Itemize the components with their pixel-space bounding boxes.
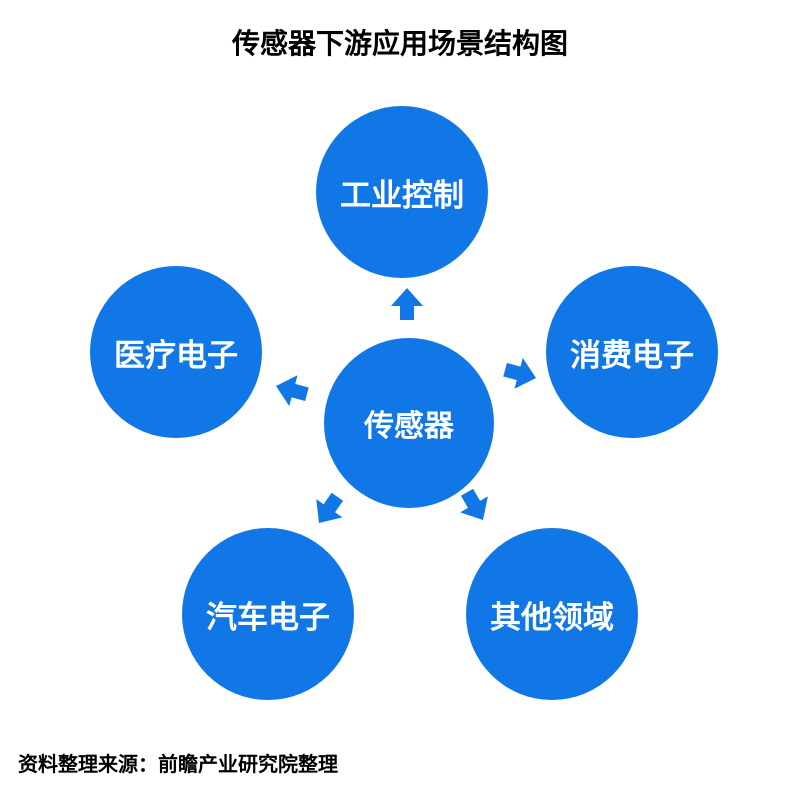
center-node-label: 传感器: [364, 409, 454, 444]
arrow-to-industrial: [391, 288, 423, 320]
node-medical-electronics: 医疗电子: [90, 266, 262, 438]
node-label: 工业控制: [340, 177, 464, 214]
node-consumer-electronics: 消费电子: [546, 266, 718, 438]
node-label: 其他领域: [490, 599, 614, 636]
node-other-fields: 其他领域: [466, 528, 638, 700]
arrow-to-auto: [305, 487, 351, 533]
center-node-sensor: 传感器: [324, 338, 494, 508]
node-label: 消费电子: [570, 337, 694, 374]
diagram-title: 传感器下游应用场景结构图: [231, 27, 568, 60]
arrow-to-medical: [271, 370, 312, 410]
node-industrial-control: 工业控制: [316, 106, 488, 278]
arrow-to-consumer: [500, 354, 541, 394]
node-label: 医疗电子: [114, 337, 238, 374]
node-label: 汽车电子: [206, 599, 330, 636]
source-note: 资料整理来源：前瞻产业研究院整理: [18, 752, 338, 776]
node-auto-electronics: 汽车电子: [182, 528, 354, 700]
